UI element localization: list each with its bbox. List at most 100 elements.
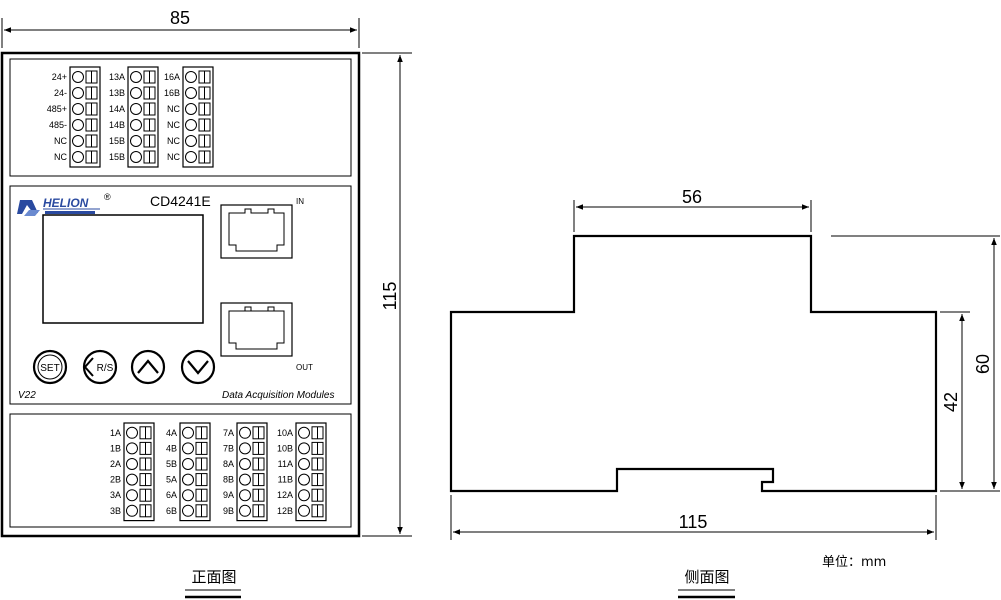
terminal-13a: 13A xyxy=(109,70,156,84)
top-terminal-block-3: 16A 16B NC NC NC NC xyxy=(164,66,214,168)
terminal-label: 12B xyxy=(277,506,293,516)
terminal-15b: 15B xyxy=(109,134,156,148)
terminal-nc: NC xyxy=(167,118,211,132)
terminal-5b: 5B xyxy=(166,457,208,471)
terminal-6a: 6A xyxy=(166,488,208,502)
front-width-label: 85 xyxy=(170,8,190,28)
terminal-16b: 16B xyxy=(164,86,211,100)
top-terminal-block-2: 13A 13B 14A 14B 15B 15B xyxy=(109,66,159,168)
helion-logo: HELION ® xyxy=(17,192,111,216)
terminal-label: 16A xyxy=(164,72,180,82)
terminal-1a: 1A xyxy=(110,426,152,440)
rj45-port-out: OUT xyxy=(220,302,313,372)
front-face-panel: HELION ® CD4241E IN OUT xyxy=(9,185,352,405)
terminal-10a: 10A xyxy=(277,426,324,440)
terminal-label: 14A xyxy=(109,104,125,114)
unit-label: 单位：mm xyxy=(822,555,886,570)
terminal-label: 16B xyxy=(164,88,180,98)
side-height-42-label: 42 xyxy=(941,392,961,412)
side-height-60-label: 60 xyxy=(973,354,993,374)
side-view-caption: 侧面图 xyxy=(684,568,729,586)
terminal-label: 2B xyxy=(110,475,121,485)
terminal-14a: 14A xyxy=(109,102,156,116)
terminal-label: 11B xyxy=(278,475,293,485)
terminal-label: 6B xyxy=(166,506,177,516)
front-height-dimension: 115 xyxy=(362,52,412,537)
terminal-9a: 9A xyxy=(223,488,265,502)
port-in-label: IN xyxy=(296,197,304,206)
set-button-label: SET xyxy=(40,363,59,374)
terminal-label: 1A xyxy=(110,428,121,438)
terminal-5a: 5A xyxy=(166,473,208,487)
terminal-2b: 2B xyxy=(110,473,152,487)
terminal-3a: 3A xyxy=(110,488,152,502)
terminal-24x: 24- xyxy=(54,86,98,100)
terminal-label: 24- xyxy=(54,88,67,98)
bottom-terminal-panel xyxy=(9,413,352,528)
top-terminal-panel xyxy=(9,58,352,177)
terminal-8a: 8A xyxy=(223,457,265,471)
terminal-label: 12A xyxy=(277,490,293,500)
terminal-2a: 2A xyxy=(110,457,152,471)
terminal-nc: NC xyxy=(54,150,98,164)
terminal-label: 8A xyxy=(223,459,234,469)
terminal-label: 3B xyxy=(110,506,121,516)
side-bottom-dimension: 115 xyxy=(450,495,937,540)
terminal-15b: 15B xyxy=(109,150,156,164)
terminal-1b: 1B xyxy=(110,441,152,455)
terminal-label: NC xyxy=(167,120,180,130)
terminal-label: NC xyxy=(167,152,180,162)
bottom-terminal-block-4: 10A 10B 11A 11B 12A 12B xyxy=(277,422,327,522)
terminal-16a: 16A xyxy=(164,70,211,84)
terminal-3b: 3B xyxy=(110,504,152,518)
down-button[interactable] xyxy=(180,349,216,385)
up-button[interactable] xyxy=(130,349,166,385)
terminal-13b: 13B xyxy=(109,86,156,100)
terminal-label: NC xyxy=(167,136,180,146)
side-profile-outline xyxy=(449,234,938,493)
front-view-caption: 正面图 xyxy=(191,568,236,586)
terminal-nc: NC xyxy=(167,134,211,148)
terminal-label: 13B xyxy=(109,88,125,98)
lcd-display xyxy=(42,214,204,324)
bottom-terminal-block-2: 4A 4B 5B 5A 6A 6B xyxy=(166,422,211,522)
set-button[interactable]: SET xyxy=(32,349,68,385)
product-subtitle: Data Acquisition Modules xyxy=(222,390,334,401)
terminal-label: NC xyxy=(54,136,67,146)
side-height-60-dimension: 60 xyxy=(831,235,1000,489)
terminal-label: 5A xyxy=(166,475,177,485)
brand-name: HELION xyxy=(43,196,89,210)
bottom-terminal-block-1: 1A 1B 2A 2B 3A 3B xyxy=(110,422,155,522)
terminal-4b: 4B xyxy=(166,441,208,455)
terminal-label: 14B xyxy=(109,120,125,130)
terminal-label: 485+ xyxy=(47,104,67,114)
side-bottom-label: 115 xyxy=(679,512,708,532)
rs-button[interactable]: R/S xyxy=(82,349,118,385)
terminal-label: 9B xyxy=(223,506,234,516)
bottom-terminal-blocks: 1A1B2A2B3A3B4A4B5B5A6A6B7A7B8A8B9A9B10A1… xyxy=(110,422,327,522)
terminal-label: NC xyxy=(167,104,180,114)
registered-mark: ® xyxy=(104,192,111,202)
terminal-label: 10A xyxy=(277,428,293,438)
side-top-label: 56 xyxy=(682,187,702,207)
terminal-7b: 7B xyxy=(223,441,265,455)
terminal-label: 6A xyxy=(166,490,177,500)
terminal-7a: 7A xyxy=(223,426,265,440)
port-out-label: OUT xyxy=(296,363,313,372)
terminal-label: 15B xyxy=(109,136,125,146)
terminal-label: 9A xyxy=(223,490,234,500)
terminal-label: 3A xyxy=(110,490,121,500)
terminal-label: 4A xyxy=(166,428,177,438)
terminal-label: 4B xyxy=(166,443,177,453)
terminal-12b: 12B xyxy=(277,504,324,518)
terminal-label: 13A xyxy=(109,72,125,82)
terminal-label: 1B xyxy=(110,443,121,453)
terminal-14b: 14B xyxy=(109,118,156,132)
terminal-label: 15B xyxy=(109,152,125,162)
front-width-dimension: 85 xyxy=(1,8,360,48)
terminal-10b: 10B xyxy=(277,441,324,455)
front-height-label: 115 xyxy=(380,282,400,311)
terminal-label: 11A xyxy=(278,459,293,469)
